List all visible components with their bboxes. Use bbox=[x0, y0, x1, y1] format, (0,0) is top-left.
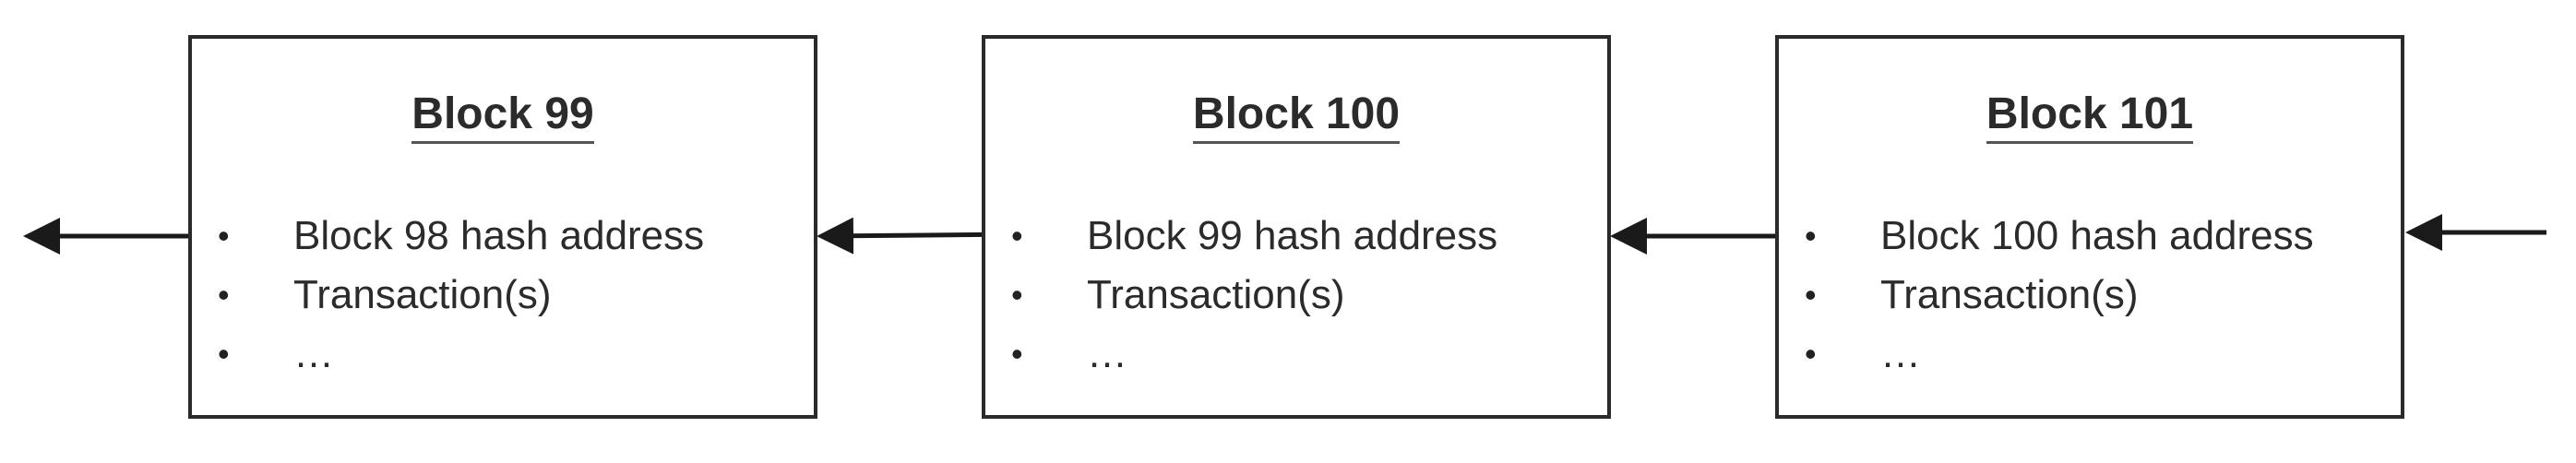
previous-hash-label: Block 99 hash address bbox=[1087, 213, 1498, 258]
transactions-label: Transaction(s) bbox=[1880, 272, 2139, 317]
list-item: • Transaction(s) bbox=[1779, 266, 2401, 325]
list-item: • … bbox=[985, 325, 1607, 384]
list-item: • Block 98 hash address bbox=[192, 207, 814, 266]
list-item: • … bbox=[192, 325, 814, 384]
block-contents-list: • Block 98 hash address • Transaction(s)… bbox=[192, 207, 814, 384]
block-100: Block 100 • Block 99 hash address • Tran… bbox=[982, 35, 1611, 419]
previous-hash-label: Block 100 hash address bbox=[1880, 213, 2314, 258]
bullet-icon: • bbox=[218, 276, 230, 314]
bullet-icon: • bbox=[1011, 217, 1023, 255]
previous-hash-label: Block 98 hash address bbox=[293, 213, 705, 258]
bullet-icon: • bbox=[218, 217, 230, 255]
bullet-icon: • bbox=[1011, 276, 1023, 314]
ellipsis-label: … bbox=[293, 331, 334, 376]
block-101: Block 101 • Block 100 hash address • Tra… bbox=[1775, 35, 2404, 419]
block-title: Block 101 bbox=[1779, 89, 2401, 144]
ellipsis-label: … bbox=[1880, 331, 1921, 376]
transactions-label: Transaction(s) bbox=[293, 272, 552, 317]
bullet-icon: • bbox=[218, 335, 230, 373]
block-title: Block 100 bbox=[985, 89, 1607, 144]
list-item: • Transaction(s) bbox=[192, 266, 814, 325]
ellipsis-label: … bbox=[1087, 331, 1127, 376]
bullet-icon: • bbox=[1011, 335, 1023, 373]
block-99: Block 99 • Block 98 hash address • Trans… bbox=[188, 35, 817, 419]
transactions-label: Transaction(s) bbox=[1087, 272, 1345, 317]
list-item: • Transaction(s) bbox=[985, 266, 1607, 325]
list-item: • Block 100 hash address bbox=[1779, 207, 2401, 266]
block-contents-list: • Block 99 hash address • Transaction(s)… bbox=[985, 207, 1607, 384]
bullet-icon: • bbox=[1805, 276, 1817, 314]
list-item: • … bbox=[1779, 325, 2401, 384]
bullet-icon: • bbox=[1805, 335, 1817, 373]
block-title: Block 99 bbox=[192, 89, 814, 144]
block-contents-list: • Block 100 hash address • Transaction(s… bbox=[1779, 207, 2401, 384]
bullet-icon: • bbox=[1805, 217, 1817, 255]
list-item: • Block 99 hash address bbox=[985, 207, 1607, 266]
